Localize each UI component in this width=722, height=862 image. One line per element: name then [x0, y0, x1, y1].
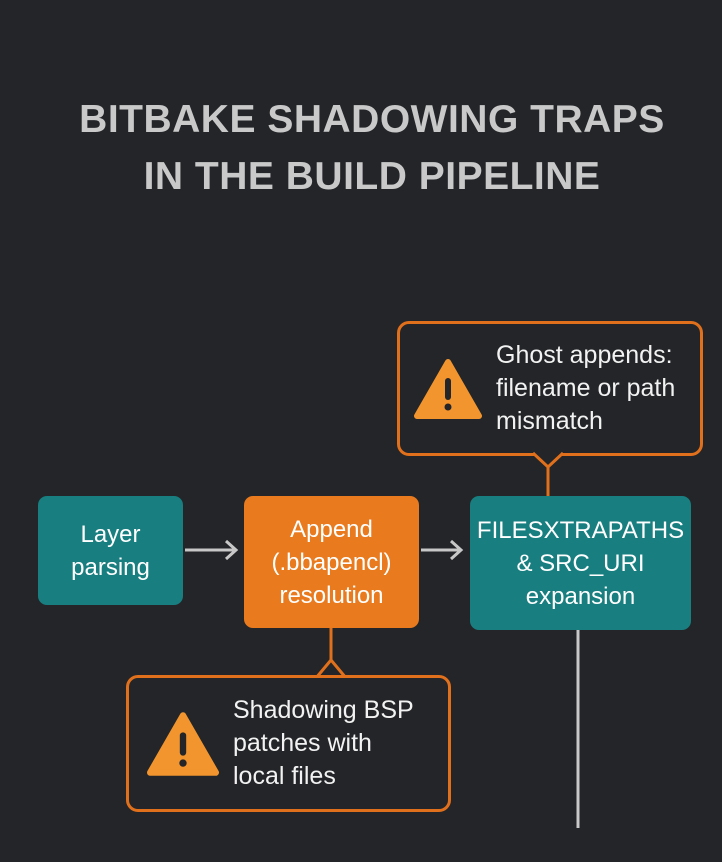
callout-text: mismatch [496, 407, 603, 435]
node-text: & SRC_URI [516, 549, 645, 577]
callout-text: Ghost appends: [496, 341, 673, 369]
warning-icon [147, 711, 219, 776]
callout-text: local files [233, 762, 336, 790]
callout-shadowing-bsp: Shadowing BSP patches with local files [126, 675, 451, 812]
title-line-2: IN THE BUILD PIPELINE [143, 155, 601, 198]
node-filesextrapaths[interactable]: FILESXTRAPATHS & SRC_URI expansion [470, 496, 691, 630]
node-layer-parsing[interactable]: Layer parsing [38, 496, 183, 605]
node-text: (.bbapencl) [271, 548, 392, 576]
callout-ghost-appends: Ghost appends: filename or path mismatch [397, 321, 703, 456]
node-text: resolution [279, 581, 384, 609]
node-text: parsing [71, 553, 150, 581]
node-append-resolution[interactable]: Append (.bbapencl) resolution [244, 496, 419, 628]
arrowhead [224, 539, 239, 561]
node-text: FILESXTRAPATHS [476, 516, 685, 544]
arrowhead [449, 539, 464, 561]
callout-text: Shadowing BSP [233, 696, 414, 724]
ghost-pointer [531, 451, 565, 470]
title-line-1: BITBAKE SHADOWING TRAPS [79, 98, 665, 141]
callout-text: patches with [233, 729, 372, 757]
warning-icon [414, 358, 482, 419]
node-text: Layer [80, 520, 141, 548]
callout-text: filename or path [496, 374, 676, 402]
node-text: Append [290, 515, 373, 543]
node-text: expansion [525, 582, 636, 610]
shadow-pointer [314, 657, 348, 679]
